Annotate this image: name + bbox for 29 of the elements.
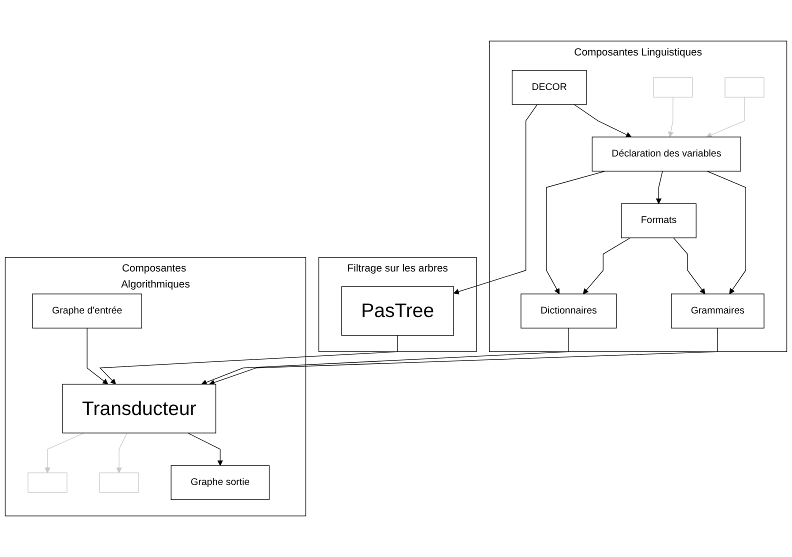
arrow — [673, 238, 706, 294]
arrow — [201, 328, 570, 385]
arrow — [582, 238, 631, 294]
arrow — [86, 328, 108, 384]
arrow — [668, 96, 674, 138]
arrow — [706, 170, 746, 294]
node-box: Déclaration des variables — [592, 136, 742, 172]
arrow — [656, 170, 663, 204]
arrow — [453, 104, 538, 294]
node-box — [653, 77, 693, 98]
node-box: PasTree — [341, 286, 454, 336]
node-box: Transducteur — [62, 384, 216, 434]
arrow — [209, 328, 718, 386]
node-box — [28, 472, 68, 493]
arrow — [574, 104, 632, 138]
arrow — [116, 432, 128, 474]
node-box: Dictionnaires — [520, 294, 617, 328]
arrow — [187, 432, 224, 466]
node-box: Grammaires — [671, 294, 764, 328]
arrow — [706, 96, 745, 138]
node-box: Graphe d'entrée — [32, 294, 142, 328]
node-box: Graphe sortie — [170, 465, 270, 500]
arrow — [546, 170, 606, 294]
node-box — [99, 472, 139, 493]
arrow — [99, 335, 398, 384]
node-box: DECOR — [512, 70, 587, 105]
arrow — [44, 432, 84, 474]
node-box — [724, 77, 764, 98]
node-box: Formats — [620, 203, 696, 238]
